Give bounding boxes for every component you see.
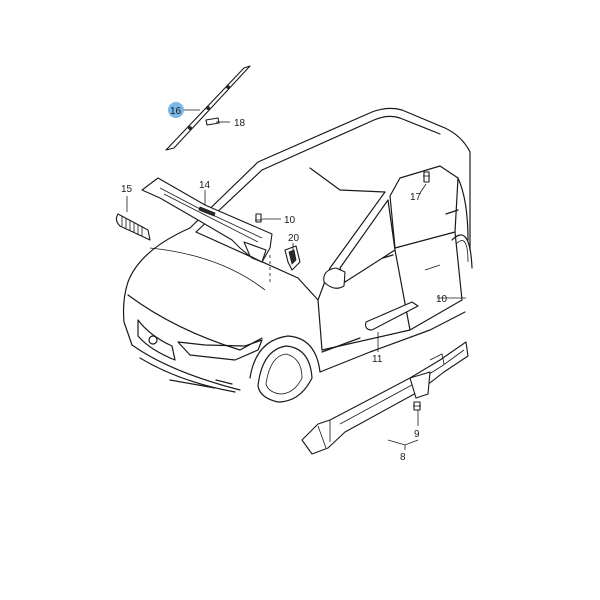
part-11-door-moulding bbox=[365, 301, 419, 331]
part-16-windshield-trim bbox=[165, 65, 251, 151]
car-body bbox=[122, 107, 473, 403]
callout-14: 14 bbox=[199, 180, 211, 191]
callout-10-lower: 10 bbox=[436, 294, 448, 305]
callout-9: 9 bbox=[414, 429, 420, 440]
part-10-clip bbox=[255, 213, 262, 223]
callout-11: 11 bbox=[372, 354, 383, 365]
callout-16-highlight bbox=[168, 102, 184, 118]
part-14-cowl-panel bbox=[141, 177, 273, 263]
part-8-sill-panel bbox=[301, 341, 469, 455]
part-17-clip bbox=[423, 171, 430, 183]
callout-10-upper: 10 bbox=[284, 215, 296, 226]
callout-16: 16 bbox=[170, 106, 182, 117]
part-20-bracket bbox=[284, 245, 301, 271]
part-9-clip bbox=[413, 401, 421, 411]
callout-18: 18 bbox=[234, 118, 246, 129]
part-15-grille bbox=[115, 213, 151, 241]
callout-17: 17 bbox=[410, 192, 422, 203]
callout-8: 8 bbox=[400, 452, 406, 463]
callout-15: 15 bbox=[121, 184, 133, 195]
callouts: 16 18 15 14 10 20 17 10 11 9 8 bbox=[121, 102, 448, 463]
part-18-clip bbox=[205, 117, 220, 126]
leader-lines bbox=[126, 109, 466, 450]
callout-20: 20 bbox=[288, 233, 300, 244]
